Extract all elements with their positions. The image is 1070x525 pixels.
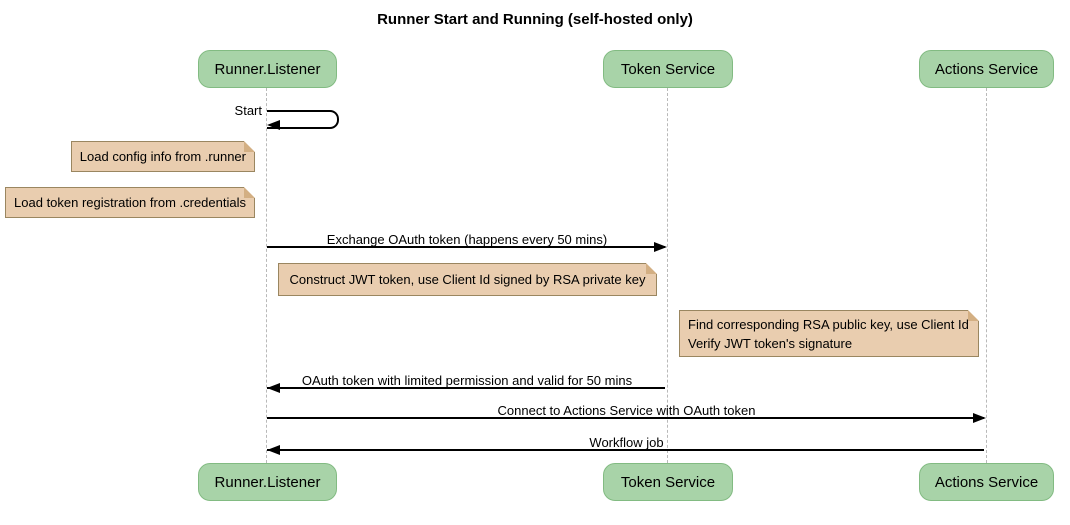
message-connect-actions-label: Connect to Actions Service with OAuth to… (497, 403, 756, 418)
note-text: Construct JWT token, use Client Id signe… (289, 272, 646, 287)
message-workflow-job-arrowhead-left-icon (267, 445, 280, 455)
message-exchange-oauth-label: Exchange OAuth token (happens every 50 m… (326, 232, 608, 247)
lifeline-actions-service (986, 88, 987, 463)
note-text-line1: Find corresponding RSA public key, use C… (688, 316, 969, 332)
participant-label: Runner.Listener (214, 60, 321, 78)
note-load-config: Load config info from .runner (70, 141, 256, 172)
participant-label: Token Service (620, 60, 716, 78)
participant-token-service-top: Token Service (603, 50, 733, 88)
participant-actions-service-top: Actions Service (919, 50, 1054, 88)
message-oauth-return-arrowhead-left-icon (267, 383, 280, 393)
participant-label: Actions Service (934, 473, 1039, 491)
note-load-token-registration: Load token registration from .credential… (5, 187, 255, 218)
note-text-line2: Verify JWT token's signature (688, 335, 853, 351)
participant-label: Runner.Listener (214, 473, 321, 491)
participant-label: Actions Service (934, 60, 1039, 78)
participant-token-service-bottom: Token Service (603, 463, 733, 501)
message-exchange-oauth-arrowhead-right-icon (654, 242, 667, 252)
message-connect-actions-arrowhead-right-icon (973, 413, 986, 423)
message-oauth-return-label: OAuth token with limited permission and … (301, 373, 633, 388)
message-exchange-oauth-line (267, 246, 665, 248)
participant-actions-service-bottom: Actions Service (919, 463, 1054, 501)
participant-runner-listener-bottom: Runner.Listener (198, 463, 337, 501)
participant-label: Token Service (620, 473, 716, 491)
self-message-loop (267, 110, 339, 129)
message-workflow-job-label: Workflow job (589, 435, 664, 450)
message-connect-actions-line (267, 417, 984, 419)
participant-runner-listener-top: Runner.Listener (198, 50, 337, 88)
note-text: Load token registration from .credential… (14, 195, 246, 210)
note-text: Load config info from .runner (79, 149, 246, 164)
lifeline-runner-listener (266, 88, 267, 463)
note-verify-jwt: Find corresponding RSA public key, use C… (679, 310, 979, 357)
note-construct-jwt: Construct JWT token, use Client Id signe… (278, 263, 657, 296)
lifeline-token-service (667, 88, 668, 463)
diagram-title: Runner Start and Running (self-hosted on… (377, 11, 693, 28)
self-message-arrowhead-left-icon (267, 120, 280, 130)
message-oauth-return-line (267, 387, 665, 389)
message-start-label: Start (234, 103, 262, 118)
message-workflow-job-line (267, 449, 984, 451)
